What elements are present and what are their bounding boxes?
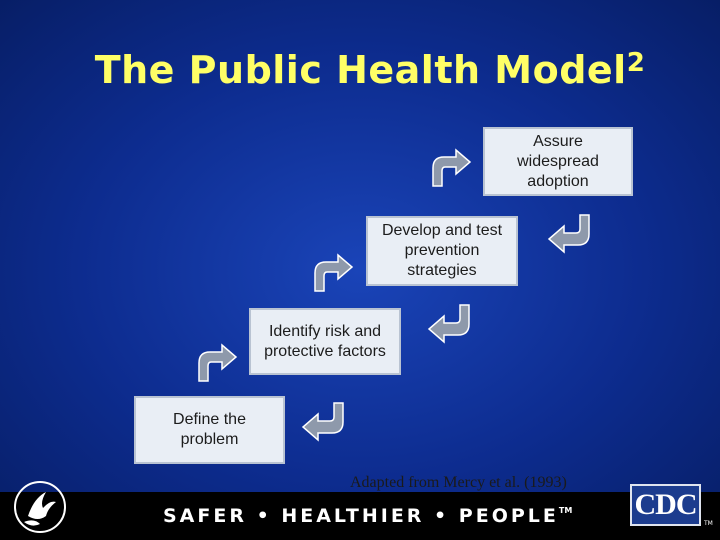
up-right-turn-arrow-icon bbox=[432, 148, 472, 187]
up-right-turn-arrow-icon bbox=[314, 253, 354, 292]
slogan-trademark: TM bbox=[558, 506, 573, 515]
down-left-turn-arrow-icon bbox=[547, 214, 590, 254]
step-identify-risk-factors: Identify risk and protective factors bbox=[249, 308, 401, 375]
cdc-trademark: TM bbox=[704, 520, 713, 527]
slide-title: The Public Health Model2 bbox=[94, 48, 646, 92]
down-left-turn-arrow-icon bbox=[427, 304, 470, 344]
up-right-turn-arrow-icon bbox=[198, 343, 238, 382]
down-left-turn-arrow-icon bbox=[301, 402, 344, 442]
footer-bar bbox=[0, 492, 720, 540]
hhs-eagle-logo bbox=[14, 481, 66, 533]
cdc-logo: CDC bbox=[630, 484, 701, 526]
footer-slogan: SAFER • HEALTHIER • PEOPLETM bbox=[163, 505, 573, 527]
step-develop-test-strategies: Develop and test prevention strategies bbox=[366, 216, 518, 286]
title-superscript: 2 bbox=[626, 48, 646, 78]
step-assure-adoption: Assure widespread adoption bbox=[483, 127, 633, 196]
source-credit: Adapted from Mercy et al. (1993) bbox=[350, 474, 567, 491]
step-define-problem: Define the problem bbox=[134, 396, 285, 464]
